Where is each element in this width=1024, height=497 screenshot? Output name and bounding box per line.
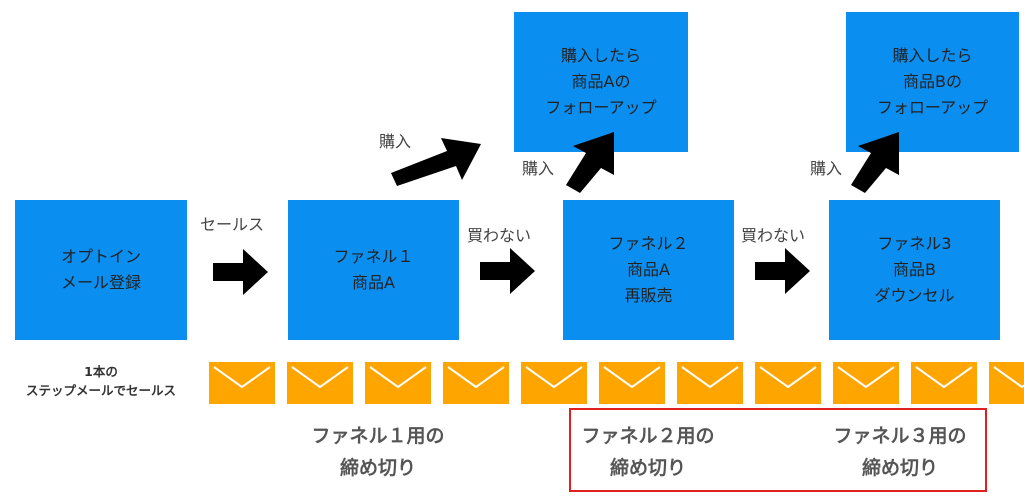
funnel2-line3: 再販売 [624,286,673,305]
followup-a-line3: フォローアップ [545,98,657,117]
label-buy-1: 購入 [379,132,412,151]
envelope-icon [833,362,899,404]
followup-a-box: 購入したら 商品Aの フォローアップ [514,12,688,152]
followup-b-line2: 商品Bの [903,72,962,91]
deadline2-line2: 締め切り [609,457,686,479]
funnel1-box: ファネル１ 商品A [288,200,459,340]
deadline3-line2: 締め切り [861,457,938,479]
arrow-icon [213,249,268,295]
followup-a-line2: 商品Aの [571,72,631,91]
arrow-icon [391,138,481,186]
envelope-icon [911,362,977,404]
label-sales: セールス [200,215,265,234]
optin-line1: オプトイン [60,247,141,266]
envelope-icon [989,362,1024,404]
envelope-icon [521,362,587,404]
label-buy-3: 購入 [810,159,843,178]
optin-box: オプトイン メール登録 [15,200,187,340]
label-no-buy-2: 買わない [741,226,806,245]
deadline3-line1: ファネル３用の [833,425,967,447]
step-note-line2: ステップメールでセールス [25,383,176,398]
optin-line2: メール登録 [60,273,141,292]
arrow-icon [851,132,899,193]
funnel3-line1: ファネル3 [877,234,952,253]
followup-a-line1: 購入したら [560,46,641,65]
followup-b-line1: 購入したら [892,46,973,65]
envelope-icon [677,362,743,404]
deadline-funnel1: ファネル１用の 締め切り [278,420,478,484]
deadline1-line1: ファネル１用の [311,425,445,447]
funnel3-line3: ダウンセル [874,286,955,305]
step-mail-note: 1本の ステップメールでセールス [6,362,196,400]
highlight-frame [569,408,987,492]
envelope-icon [209,362,275,404]
deadline-funnel3: ファネル３用の 締め切り [800,420,1000,484]
arrow-icon [480,248,535,294]
step-note-line1: 1本の [84,364,118,379]
funnel3-line2: 商品B [893,260,936,279]
followup-b-line3: フォローアップ [876,98,989,117]
funnel2-line2: 商品A [627,260,670,279]
arrow-icon [755,248,810,294]
funnel1-line1: ファネル１ [333,247,414,266]
funnel2-box: ファネル２ 商品A 再販売 [563,200,734,340]
funnel1-line2: 商品A [352,273,395,292]
deadline-funnel2: ファネル２用の 締め切り [548,420,748,484]
deadline1-line2: 締め切り [339,457,416,479]
label-buy-2: 購入 [522,159,555,178]
envelope-icon [287,362,353,404]
label-no-buy-1: 買わない [467,226,532,245]
arrow-icon [566,132,614,193]
envelope-icon [755,362,821,404]
followup-b-box: 購入したら 商品Bの フォローアップ [846,12,1019,152]
envelope-icon [599,362,665,404]
envelope-icon [443,362,509,404]
funnel3-box: ファネル3 商品B ダウンセル [829,200,1000,340]
deadline2-line1: ファネル２用の [581,425,715,447]
envelope-icon [365,362,431,404]
funnel2-line1: ファネル２ [608,234,689,253]
